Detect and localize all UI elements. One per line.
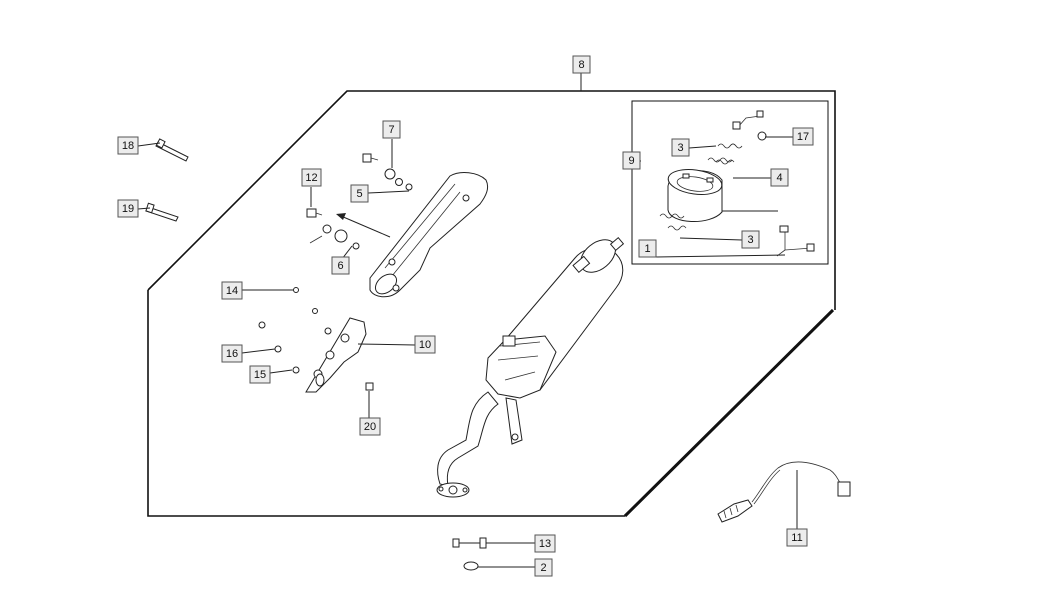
callout-13: 13 [534, 534, 556, 553]
svg-text:3: 3 [747, 234, 753, 246]
svg-text:1: 1 [644, 243, 650, 255]
callout-14: 14 [221, 281, 243, 300]
oxygen-sensor-11 [717, 461, 851, 523]
callout-2: 2 [534, 558, 553, 577]
callout-9: 9 [622, 151, 641, 170]
callout-15: 15 [249, 365, 271, 384]
svg-text:12: 12 [305, 172, 317, 184]
callout-3-upper: 3 [671, 138, 690, 157]
callout-18: 18 [117, 136, 139, 155]
svg-text:14: 14 [226, 285, 238, 297]
callout-19: 19 [117, 199, 139, 218]
callout-17: 17 [792, 127, 814, 146]
assembly-frame-8 [147, 90, 836, 518]
svg-text:16: 16 [226, 348, 238, 360]
callout-16: 16 [221, 344, 243, 363]
heat-shield-lower [305, 317, 367, 393]
svg-text:18: 18 [122, 140, 134, 152]
svg-text:15: 15 [254, 369, 266, 381]
svg-text:2: 2 [540, 562, 546, 574]
svg-text:9: 9 [628, 155, 634, 167]
svg-text:13: 13 [539, 538, 551, 550]
callout-5: 5 [350, 184, 369, 203]
svg-text:5: 5 [356, 188, 362, 200]
heat-shield-upper [336, 172, 489, 298]
callout-20: 20 [359, 417, 381, 436]
callout-11: 11 [786, 528, 808, 547]
callout-8: 8 [572, 55, 591, 74]
svg-text:3: 3 [677, 142, 683, 154]
callout-12: 12 [301, 168, 322, 187]
svg-text:8: 8 [578, 59, 584, 71]
svg-text:10: 10 [419, 339, 431, 351]
catalyst-subassembly [659, 110, 815, 257]
svg-text:7: 7 [388, 124, 394, 136]
svg-text:4: 4 [776, 172, 782, 184]
callout-10: 10 [414, 335, 436, 354]
callout-3-lower: 3 [741, 230, 760, 249]
callout-7: 7 [382, 120, 401, 139]
svg-text:17: 17 [797, 131, 809, 143]
svg-text:11: 11 [791, 532, 802, 544]
subassembly-frame-9 [631, 100, 829, 265]
svg-text:20: 20 [364, 421, 376, 433]
tool-13 [452, 537, 490, 549]
gasket-2 [463, 561, 479, 571]
hardware-group [145, 138, 413, 391]
callout-4: 4 [770, 168, 789, 187]
svg-text:19: 19 [122, 203, 134, 215]
svg-text:6: 6 [337, 260, 343, 272]
callout-1: 1 [638, 239, 657, 258]
muffler-assembly [436, 237, 625, 498]
callout-6: 6 [331, 256, 350, 275]
